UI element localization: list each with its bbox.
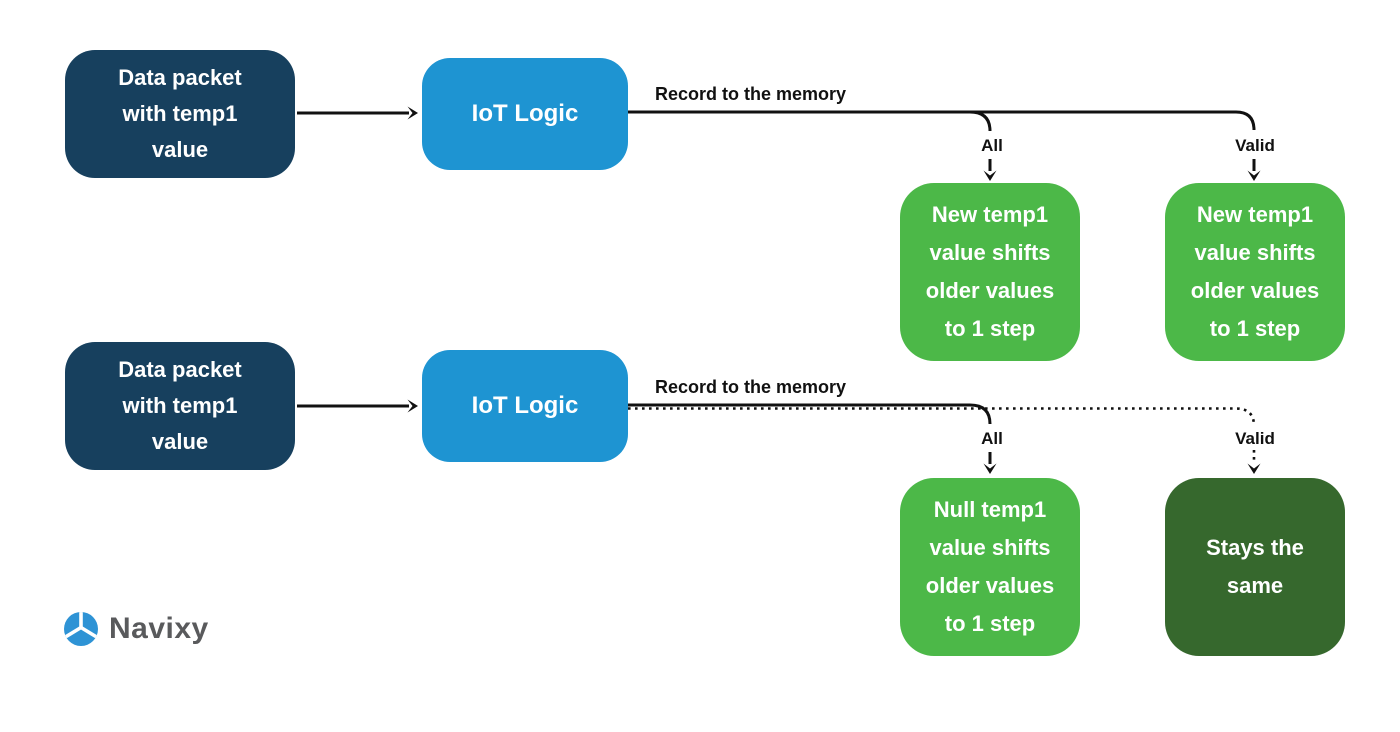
navixy-logo-text: Navixy — [109, 612, 209, 645]
data-packet-node-row2: Data packet with temp1 value — [65, 342, 295, 470]
outcome-node-all-row1: New temp1 value shifts older values to 1… — [900, 183, 1080, 361]
outcome-node-valid-row1: New temp1 value shifts older values to 1… — [1165, 183, 1345, 361]
branch-label-valid-row1: Valid — [1235, 136, 1275, 155]
outcome-node-all-row2: Null temp1 value shifts older values to … — [900, 478, 1080, 656]
data-packet-node-row1: Data packet with temp1 value — [65, 50, 295, 178]
edge-label-record-row2: Record to the memory — [655, 377, 847, 397]
branch-label-all-row2: All — [981, 429, 1003, 448]
navixy-logo: Navixy — [63, 611, 209, 647]
edge-label-record-row1: Record to the memory — [655, 84, 847, 104]
branch-label-all-row1: All — [981, 136, 1003, 155]
iot-logic-node-row1: IoT Logic — [422, 58, 628, 170]
iot-logic-node-row2: IoT Logic — [422, 350, 628, 462]
navixy-logo-icon — [63, 611, 99, 647]
outcome-node-valid-row2: Stays the same — [1165, 478, 1345, 656]
branch-label-valid-row2: Valid — [1235, 429, 1275, 448]
